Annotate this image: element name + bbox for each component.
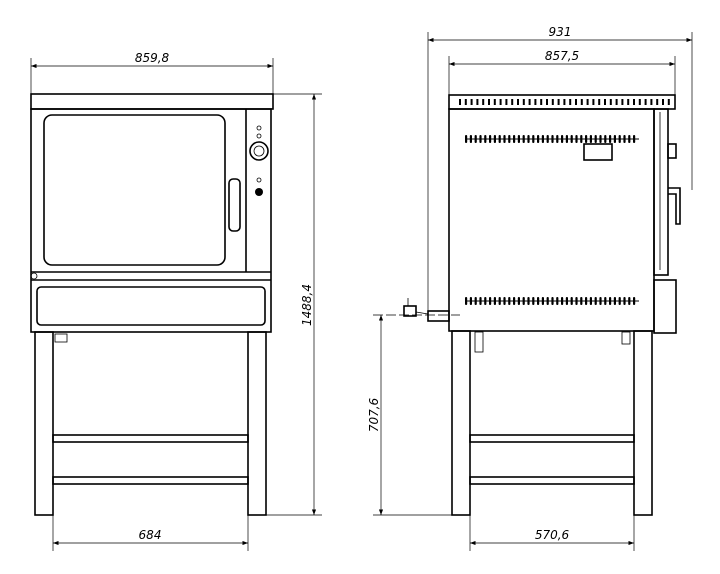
vent-slot (667, 99, 670, 105)
vent-slot (517, 99, 519, 105)
front-top-slab (30, 93, 274, 110)
vent-slot (621, 99, 624, 105)
dim-front-height: 1488,4 (300, 284, 314, 326)
vent-slot (633, 99, 635, 105)
vent-slot (662, 99, 664, 105)
vent-slot (551, 99, 554, 105)
vent-slot (546, 99, 548, 105)
side-pipe (427, 310, 450, 322)
side-door-edge (653, 108, 669, 276)
side-lower-box (653, 279, 677, 334)
vent-slot (569, 99, 572, 105)
door-handle (228, 178, 241, 232)
side-leg-right (633, 330, 653, 516)
vent-slot (522, 99, 525, 105)
dim-side-body-depth: 857,5 (545, 49, 579, 63)
front-dimensions: 859,8 1488,4 684 (30, 51, 322, 551)
side-view (403, 94, 681, 516)
dim-side-overall-depth: 931 (549, 25, 572, 39)
side-crossbar-upper (469, 434, 635, 443)
plug-icon (403, 305, 417, 317)
control-panel (249, 125, 269, 196)
side-handle (668, 187, 681, 225)
front-body (30, 108, 272, 333)
front-leg-right (247, 331, 267, 516)
vent-slot (592, 99, 595, 105)
vent-slot (575, 99, 577, 105)
vent-slot (488, 99, 490, 105)
indicator-lamp (255, 188, 263, 196)
vent-slot (540, 99, 543, 105)
vent-slot (609, 99, 612, 105)
vent-slot (627, 99, 630, 105)
dim-front-width: 859,8 (135, 51, 170, 65)
side-dimensions: 931 857,5 707,6 570,6 (367, 25, 693, 551)
vent-slot (528, 99, 531, 105)
side-label-plate (583, 143, 613, 161)
side-knob (667, 143, 677, 159)
vent-slot (650, 99, 653, 105)
dim-front-leg-span: 684 (139, 528, 162, 542)
side-leg-left (451, 330, 471, 516)
door-window (43, 114, 226, 266)
vent-slot (493, 99, 496, 105)
front-crossbar-lower (52, 476, 249, 485)
vent-slot (470, 99, 473, 105)
vent-slot (557, 99, 560, 105)
vent-slot (459, 99, 461, 105)
vent-slot (656, 99, 659, 105)
vent-slot (580, 99, 583, 105)
front-leg-left (34, 331, 54, 516)
side-crossbar-lower (469, 476, 635, 485)
front-crossbar-upper (52, 434, 249, 443)
vent-slot (586, 99, 589, 105)
vent-slot (482, 99, 485, 105)
control-knob (249, 141, 269, 161)
vent-slot (511, 99, 514, 105)
vent-slot (604, 99, 606, 105)
vent-slot (563, 99, 566, 105)
vent-slot (499, 99, 502, 105)
vent-slot (644, 99, 647, 105)
vent-slot (598, 99, 601, 105)
vent-slot (638, 99, 641, 105)
vent-slot (505, 99, 508, 105)
vent-slot (464, 99, 467, 105)
vent-slot (615, 99, 618, 105)
dim-side-stand-height: 707,6 (367, 397, 381, 432)
vent-slot (534, 99, 537, 105)
drawer (36, 286, 266, 326)
vent-slot (476, 99, 479, 105)
dim-side-leg-span: 570,6 (535, 528, 570, 542)
front-view (30, 93, 274, 516)
